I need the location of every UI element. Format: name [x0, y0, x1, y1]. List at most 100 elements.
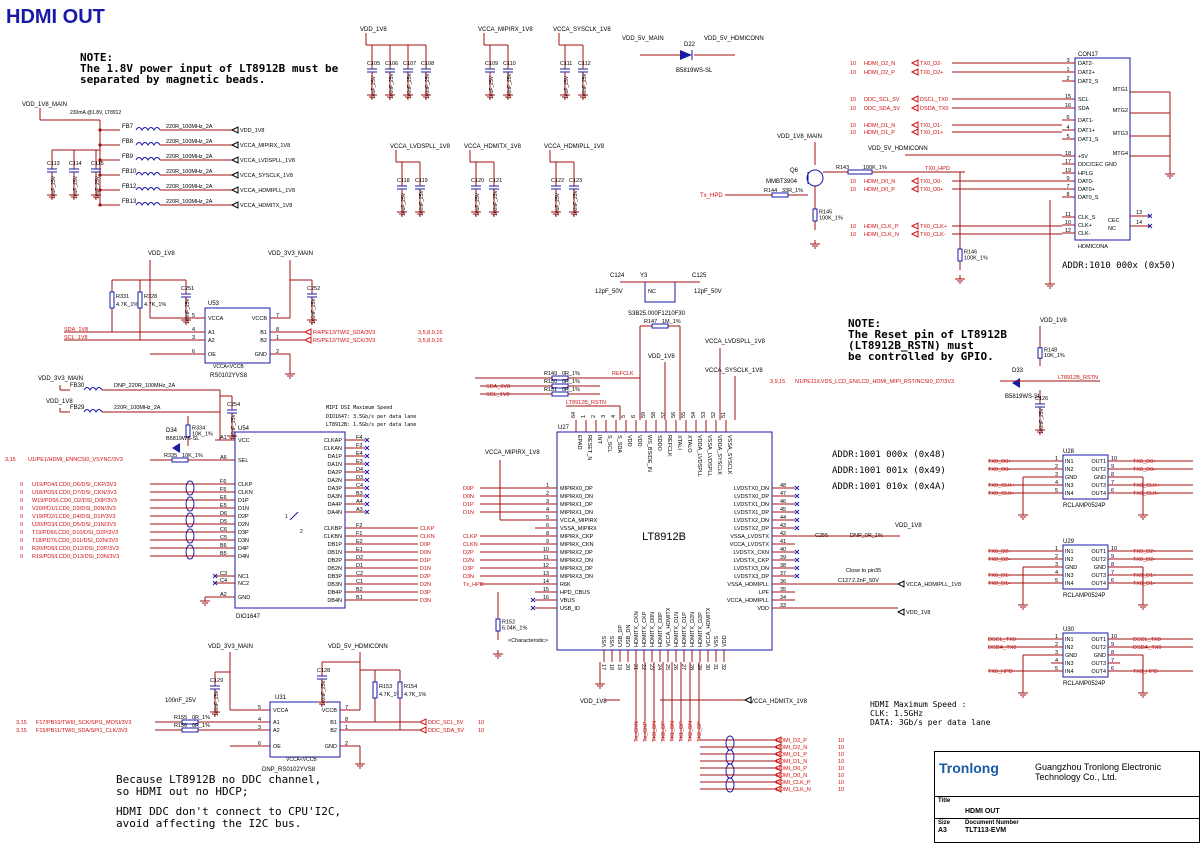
cap-ref: C107	[403, 61, 416, 67]
pin-num: 6	[1111, 488, 1114, 494]
pin-name: LVDSTX_CKP	[734, 558, 770, 564]
pin-num: 6	[1111, 578, 1114, 584]
net-port: TX0_D2+	[920, 70, 943, 76]
ic-address: ADDR:1001 000x (0x48)	[832, 450, 946, 460]
port-arrow	[230, 141, 239, 149]
page-ref: 10	[850, 61, 856, 67]
pin-name: GND	[238, 595, 250, 601]
page-ref: 3,15	[16, 728, 27, 734]
pin-name: OE	[273, 744, 281, 750]
pin-num: 3	[1055, 472, 1058, 478]
company-name: Guangzhou Tronlong Electronic Technology…	[1035, 762, 1162, 782]
pin-num: 33	[780, 603, 786, 609]
connector-pin-num: 15	[1065, 94, 1071, 100]
mtg-label: MTG2	[1113, 108, 1128, 114]
res-ref: R156	[174, 723, 187, 729]
pin-num: 1	[276, 335, 279, 341]
bead-ref: FB10	[122, 169, 137, 175]
res-ref: R150	[544, 379, 557, 385]
pin-name: USB_DP	[618, 625, 624, 647]
port-arrow	[230, 126, 239, 134]
nc-mark	[794, 493, 800, 499]
pin-num: F2	[356, 523, 362, 529]
net-label: SCL_1V8	[486, 392, 510, 398]
bead-ref: FB9	[122, 154, 134, 160]
nc-mark	[1147, 213, 1153, 219]
hdmi-net-label: DDC_SCL_5V	[864, 97, 900, 103]
cap-ref: C122	[551, 178, 564, 184]
net-label: SCL_1V8	[64, 335, 88, 341]
connector-pin-num: 7	[1066, 184, 1069, 190]
diff-pair-mark	[725, 735, 735, 751]
cap-ref: C112	[578, 61, 591, 67]
pin-name: HDMITX_CKP	[642, 611, 648, 647]
cap-value: 10uF_25V	[564, 75, 570, 99]
esd-out-label: TX0_CLK+	[1133, 483, 1160, 489]
connector-pin-num: 1	[1066, 67, 1069, 73]
cap-ref: C119	[415, 178, 428, 184]
pin-name: DB2P	[328, 558, 343, 564]
net-port: VCCA_MIPIRX_1V8	[240, 143, 290, 149]
pin-num: C5	[220, 535, 227, 541]
net-label: REFCLK	[612, 371, 634, 377]
pin-name: DB4P	[328, 590, 343, 596]
pin-name: D4P	[238, 546, 249, 552]
pin-name: VSSA_HDMIPLL	[727, 582, 769, 588]
page-ref: 9	[20, 498, 23, 504]
cap-ref: C120	[471, 178, 484, 184]
res-ref: R155	[174, 715, 187, 721]
net-label: D2P	[420, 574, 431, 580]
pin-name: IN4	[1065, 669, 1074, 675]
net-port: TX0_D1-	[920, 123, 942, 129]
port-arrow	[303, 328, 312, 336]
net-label: D0N	[420, 550, 431, 556]
resistor-body	[109, 291, 115, 309]
pin-num: B5	[220, 551, 227, 557]
pin-name: CLKBP	[324, 526, 342, 532]
junction-dot	[98, 158, 102, 162]
connector-pin-name: DAT1-	[1078, 118, 1094, 124]
pin-name: DB2N	[327, 566, 342, 572]
cap-ref: C128	[317, 668, 330, 674]
pin-name: IN2	[1065, 467, 1074, 473]
net-port: VCCA_HDMITX_1V8	[240, 203, 292, 209]
pin-name: VCCA	[208, 316, 224, 322]
pin-num: 59	[641, 412, 647, 418]
pin-num: 46	[780, 499, 786, 505]
connector-pin-name: DAT0_S	[1078, 195, 1099, 201]
ic-ref: U54	[238, 426, 250, 432]
pin-name: REFCLK	[666, 435, 672, 457]
bead-coil	[135, 157, 161, 161]
pin-name: OUT2	[1091, 645, 1106, 651]
pin-name: DA3P	[328, 486, 343, 492]
pin-num: 6	[258, 741, 261, 747]
cap-value: 10uF_25V	[475, 192, 481, 216]
pin-num: 3	[546, 499, 549, 505]
connector-pin-num: 5	[1066, 134, 1069, 140]
net-port: VCCA_LVDSPLL_1V8	[240, 158, 295, 164]
cap-value: 10uF_25V	[73, 175, 79, 199]
page-ref: 3,5,8,9,15	[418, 338, 442, 344]
pin-name: A2	[273, 728, 280, 734]
switch-pin: 2	[300, 529, 303, 535]
esd-in-label: TX0_D2-	[988, 557, 1010, 563]
ddc-note-line: avoid affecting the I2C bus.	[116, 817, 302, 830]
rail-label: VCCA_LVDSPLL_1V8	[390, 144, 451, 150]
hdmi-net-label: HDMI_D0_N	[864, 179, 895, 185]
pin-num: 16	[543, 595, 549, 601]
connector-pin-num: 19	[1065, 168, 1071, 174]
pin-name: D3P	[238, 530, 249, 536]
pin-num: F3	[356, 443, 362, 449]
cec-label: NC	[1108, 226, 1116, 232]
port-arrow	[896, 580, 905, 588]
connector-pin-num: 6	[1066, 115, 1069, 121]
esd-out-label: DSDA_TX0	[1133, 645, 1161, 651]
pin-name: GND	[1094, 475, 1106, 481]
pin-name: LVDSTX2_DP	[734, 526, 769, 532]
pin-num: 3	[258, 725, 261, 731]
nc-mark	[364, 501, 370, 507]
nc-mark	[364, 477, 370, 483]
cap-ref: C106	[385, 61, 398, 67]
res-ref: R153	[379, 684, 392, 690]
